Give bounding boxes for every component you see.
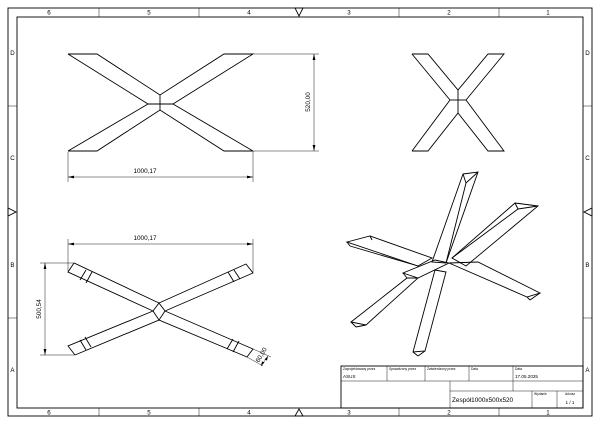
zone-col-top-6: 6 bbox=[47, 10, 51, 17]
zone-ticks bbox=[8, 8, 592, 416]
tb-approved-by-label: Zatwierdzony przez bbox=[427, 367, 456, 371]
tb-date-label: Data bbox=[471, 367, 478, 371]
zone-col-bottom-3: 3 bbox=[347, 410, 351, 417]
zone-col-bottom-2: 2 bbox=[447, 410, 451, 417]
zone-col-top-4: 4 bbox=[247, 10, 251, 17]
tb-sheet-label: Arkusz bbox=[565, 392, 575, 396]
tb-designed-by-value: ASUS bbox=[343, 374, 356, 379]
zone-col-top-1: 1 bbox=[546, 10, 550, 17]
view-isometric bbox=[345, 171, 542, 357]
zone-row-right-B: B bbox=[585, 262, 589, 269]
center-mark-top bbox=[294, 7, 304, 18]
zone-col-bottom-4: 4 bbox=[247, 410, 251, 417]
zone-col-bottom-5: 5 bbox=[147, 410, 151, 417]
zone-row-left-A: A bbox=[10, 367, 15, 374]
dim-top-height bbox=[254, 53, 319, 152]
dim-top-width-label: 1000,17 bbox=[133, 168, 157, 175]
view-front-x bbox=[411, 53, 505, 152]
zone-row-left-B: B bbox=[10, 262, 14, 269]
zone-col-top-5: 5 bbox=[147, 10, 151, 17]
dim-top-height-label: 520,00 bbox=[305, 92, 312, 112]
zone-row-left-C: C bbox=[10, 155, 15, 162]
center-mark-right bbox=[582, 207, 593, 217]
dim-bottom-width bbox=[67, 239, 254, 272]
zone-row-right-D: D bbox=[585, 50, 590, 57]
view-bottom-x bbox=[67, 262, 254, 358]
tb-date-label-2: Data bbox=[515, 367, 522, 371]
dim-bottom-height bbox=[40, 262, 74, 356]
zone-col-top-3: 3 bbox=[347, 10, 351, 17]
center-mark-bottom bbox=[294, 408, 304, 417]
zone-row-right-C: C bbox=[585, 155, 590, 162]
zone-row-right-A: A bbox=[585, 367, 590, 374]
dim-top-width bbox=[67, 152, 254, 182]
title-block bbox=[340, 365, 584, 409]
zone-col-bottom-6: 6 bbox=[47, 410, 51, 417]
tb-title: Zespół1000x500x520 bbox=[452, 397, 514, 404]
dim-profile bbox=[246, 348, 272, 367]
zone-row-left-D: D bbox=[10, 50, 15, 57]
zone-col-top-2: 2 bbox=[447, 10, 451, 17]
tb-sheet-value: 1 / 1 bbox=[566, 400, 575, 405]
tb-designed-by-label: Zaprojektowany przez bbox=[343, 367, 376, 371]
dim-bottom-height-label: 500,54 bbox=[36, 299, 43, 319]
tb-checked-by-label: Sprawdzony przez bbox=[389, 367, 416, 371]
tb-edition-label: Wydanie bbox=[534, 392, 547, 396]
zone-col-bottom-1: 1 bbox=[546, 410, 550, 417]
dim-bottom-width-label: 1000,17 bbox=[133, 235, 157, 242]
inner-frame bbox=[16, 16, 584, 409]
tb-date-value: 17.05.2025 bbox=[515, 374, 538, 379]
view-top-x-frame bbox=[67, 53, 255, 152]
center-mark-left bbox=[7, 207, 18, 217]
